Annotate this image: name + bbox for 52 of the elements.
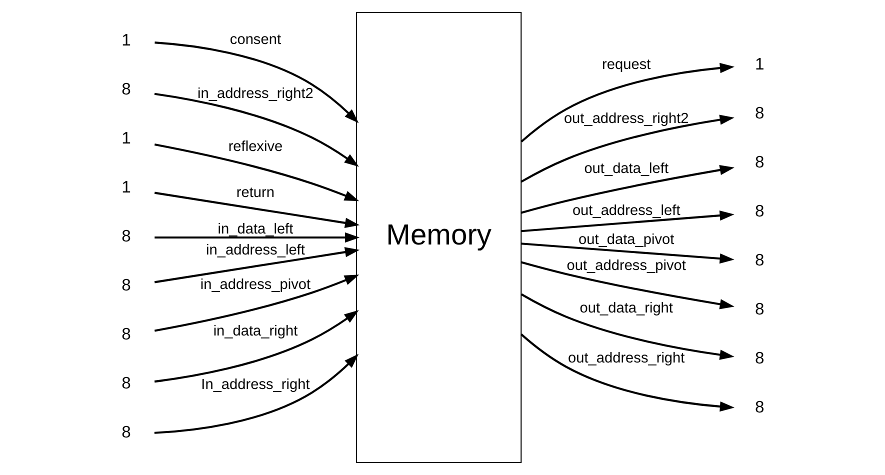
arrow — [154, 42, 358, 124]
arrow — [154, 192, 360, 228]
node-text: 8 — [754, 104, 764, 123]
arrow — [520, 114, 734, 183]
node-box: Memory — [356, 12, 522, 464]
edge-label: out_address_right — [567, 350, 684, 367]
node-text: 1 — [121, 128, 130, 148]
edge-label: in_address_pivot — [200, 276, 310, 293]
edge-label: in_address_right2 — [197, 86, 313, 102]
arrow — [154, 143, 359, 202]
arrow — [520, 62, 734, 142]
node-text: 8 — [754, 152, 764, 172]
edge-label: reflexive — [228, 139, 282, 156]
arrow — [154, 247, 360, 284]
node-text: 8 — [754, 397, 764, 416]
arrow — [520, 210, 734, 232]
node-text: 8 — [121, 80, 130, 99]
edge-label: out_data_left — [584, 161, 668, 178]
node-text: 1 — [121, 30, 130, 50]
arrow — [520, 334, 734, 412]
node-text: 8 — [121, 275, 130, 294]
arrow — [154, 310, 358, 383]
node-text: 8 — [121, 226, 130, 246]
arrow — [520, 164, 734, 214]
node-text: 8 — [121, 422, 130, 442]
edge-label: in_address_left — [206, 242, 304, 258]
node-text: 8 — [121, 373, 130, 392]
node-text: 8 — [754, 201, 764, 220]
node-text: 8 — [121, 324, 130, 344]
node-text: 8 — [754, 348, 764, 368]
arrow — [520, 293, 734, 360]
edge-label: request — [602, 56, 650, 73]
node-text: 1 — [754, 54, 764, 74]
edge-label: consent — [229, 32, 281, 48]
edge-label: in_data_left — [217, 222, 293, 238]
edge-label: out_address_pivot — [566, 258, 686, 274]
arrow — [520, 261, 734, 310]
node-text: 1 — [121, 177, 130, 196]
edge-label: return — [236, 185, 274, 202]
arrow — [154, 354, 358, 434]
edge-label: out_data_right — [579, 300, 672, 317]
arrow — [154, 92, 358, 167]
edge-label: in_data_right — [212, 324, 298, 340]
edge-label: out_address_left — [572, 202, 680, 219]
arrow — [154, 274, 359, 332]
edge-label: In_address_right — [200, 376, 310, 393]
arrow — [154, 232, 360, 243]
node-text: 8 — [754, 299, 764, 318]
edge-label: out_address_right2 — [563, 111, 688, 128]
edge-label: out_data_pivot — [578, 232, 674, 248]
arrow — [520, 242, 734, 264]
node-text: 8 — [754, 250, 764, 270]
